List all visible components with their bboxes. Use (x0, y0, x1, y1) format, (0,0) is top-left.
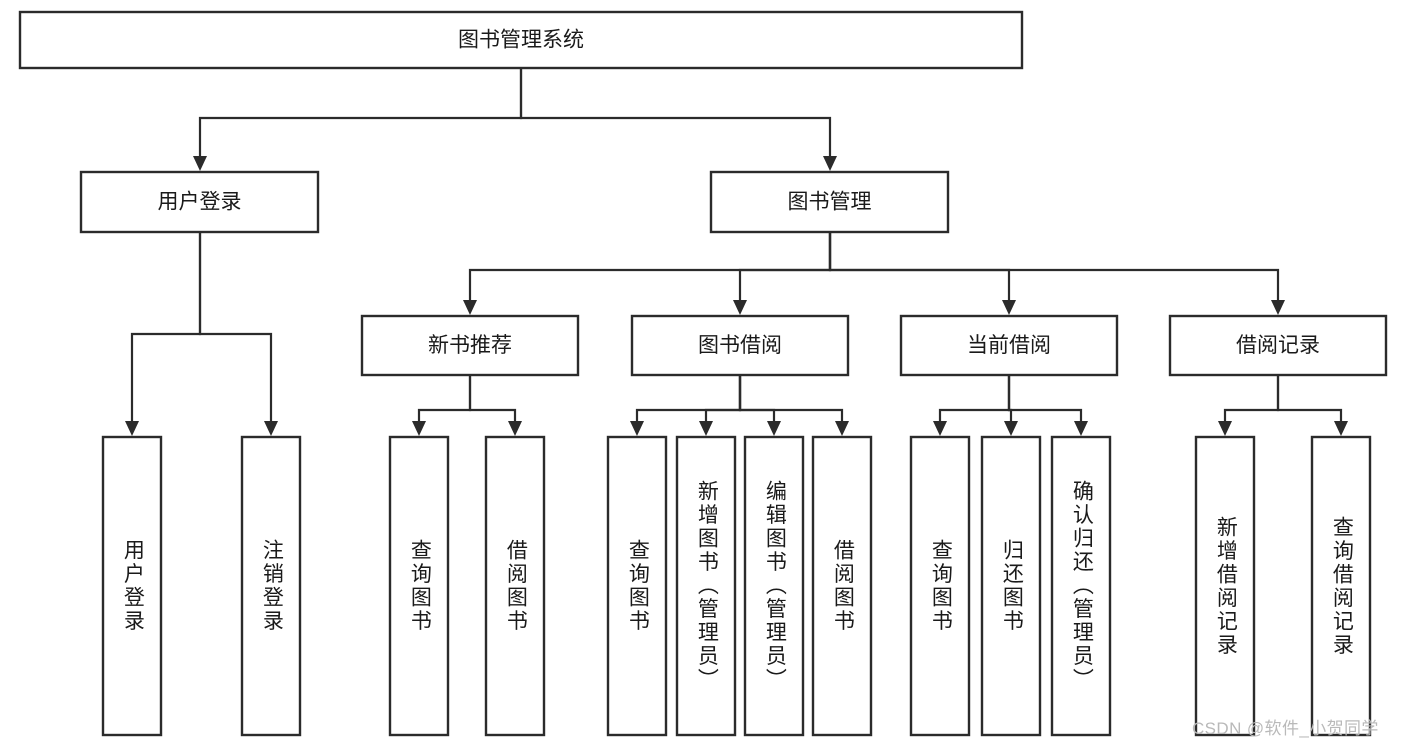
node-box-current-borrow[interactable] (899, 314, 1119, 377)
connector-new-book-rec-to-leaf-query-book-1 (417, 375, 472, 426)
node-label-borrow-record: 借阅记录 (1236, 334, 1320, 357)
node-box-user-login[interactable] (79, 170, 320, 234)
connector-book-borrow-to-leaf-add-book (704, 375, 742, 426)
connector-current-borrow-to-leaf-confirm-return (1007, 375, 1083, 426)
connector-book-manage-to-borrow-record (828, 232, 1280, 305)
connector-book-borrow-to-leaf-borrow-book-2 (738, 375, 844, 426)
connector-user-login-to-leaf-user-login (130, 232, 202, 426)
arrow-head-icon (1004, 421, 1018, 436)
arrow-head-icon (699, 421, 713, 436)
node-label-current-borrow: 当前借阅 (967, 334, 1051, 357)
node-label-user-login: 用户登录 (158, 191, 242, 214)
connector-root-to-user-login (198, 68, 523, 161)
node-box-leaf-confirm-return[interactable] (1050, 435, 1112, 737)
node-box-leaf-query-book-1[interactable] (388, 435, 450, 737)
node-box-leaf-borrow-book-1[interactable] (484, 435, 546, 737)
connector-root-to-book-manage (519, 68, 832, 161)
node-label-root: 图书管理系统 (458, 29, 584, 52)
node-box-layer (18, 10, 1388, 737)
connector-new-book-rec-to-leaf-borrow-book-1 (468, 375, 517, 426)
arrow-head-icon (767, 421, 781, 436)
node-box-leaf-return-book[interactable] (980, 435, 1042, 737)
connector-user-login-to-leaf-logout (198, 232, 273, 426)
connector-book-borrow-to-leaf-edit-book (738, 375, 776, 426)
node-box-leaf-query-record[interactable] (1310, 435, 1372, 737)
node-box-leaf-add-book[interactable] (675, 435, 737, 737)
connector-current-borrow-to-leaf-query-book-3 (938, 375, 1011, 426)
node-box-leaf-query-book-3[interactable] (909, 435, 971, 737)
connector-book-manage-to-current-borrow (828, 232, 1011, 305)
connector-layer (125, 68, 1348, 436)
arrow-head-icon (933, 421, 947, 436)
node-label-book-borrow: 图书借阅 (698, 334, 782, 357)
arrow-head-icon (125, 421, 139, 436)
node-label-new-book-rec: 新书推荐 (428, 334, 512, 357)
connector-book-manage-to-new-book-rec (468, 232, 832, 305)
node-label-book-manage: 图书管理 (788, 191, 872, 214)
arrow-head-icon (1271, 300, 1285, 315)
connector-book-manage-to-book-borrow (738, 232, 832, 305)
arrow-head-icon (264, 421, 278, 436)
connector-book-borrow-to-leaf-query-book-2 (635, 375, 742, 426)
connector-borrow-record-to-leaf-query-record (1276, 375, 1343, 426)
arrow-head-icon (630, 421, 644, 436)
arrow-head-icon (508, 421, 522, 436)
node-box-leaf-logout[interactable] (240, 435, 302, 737)
node-box-borrow-record[interactable] (1168, 314, 1388, 377)
arrow-head-icon (193, 156, 207, 171)
connector-borrow-record-to-leaf-add-record (1223, 375, 1280, 426)
arrow-head-icon (823, 156, 837, 171)
node-box-book-borrow[interactable] (630, 314, 850, 377)
node-box-leaf-borrow-book-2[interactable] (811, 435, 873, 737)
node-box-leaf-edit-book[interactable] (743, 435, 805, 737)
node-box-leaf-query-book-2[interactable] (606, 435, 668, 737)
node-box-book-manage[interactable] (709, 170, 950, 234)
node-box-leaf-user-login[interactable] (101, 435, 163, 737)
arrow-head-icon (463, 300, 477, 315)
arrow-head-icon (835, 421, 849, 436)
arrow-head-icon (1074, 421, 1088, 436)
arrow-head-icon (412, 421, 426, 436)
arrow-head-icon (1002, 300, 1016, 315)
arrow-head-icon (1334, 421, 1348, 436)
node-box-leaf-add-record[interactable] (1194, 435, 1256, 737)
arrow-head-icon (733, 300, 747, 315)
arrow-head-icon (1218, 421, 1232, 436)
node-box-new-book-rec[interactable] (360, 314, 580, 377)
node-box-root[interactable] (18, 10, 1024, 70)
watermark-text: CSDN @软件_小贺同学 (1192, 719, 1379, 738)
